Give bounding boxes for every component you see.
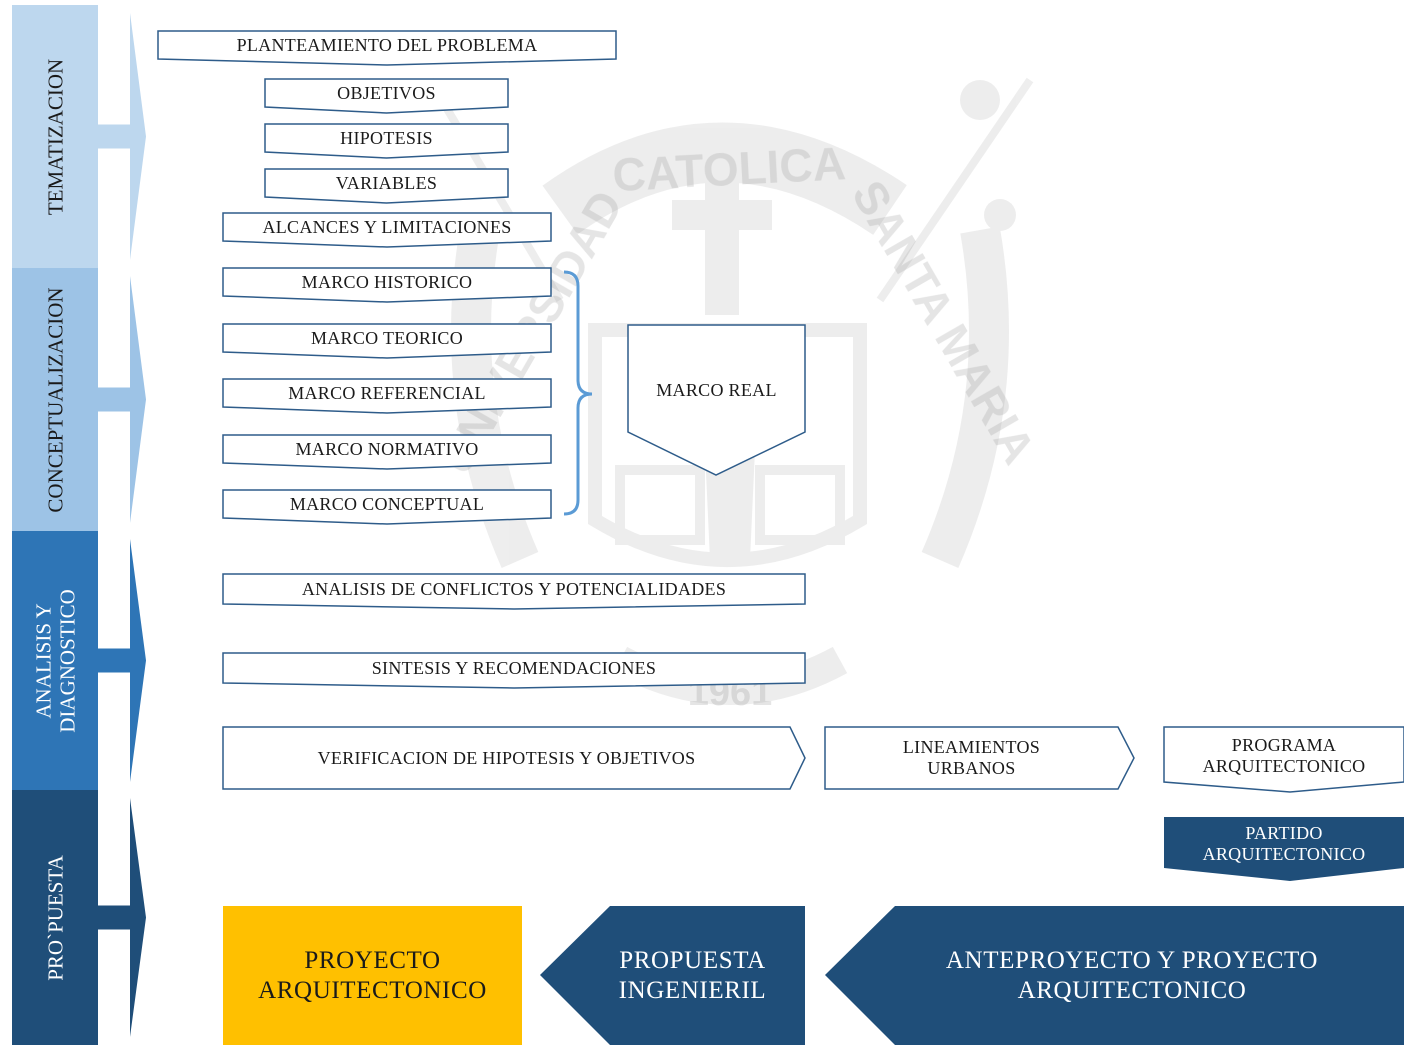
- proyecto-shape: [223, 906, 522, 1045]
- watermark-top-text: CATOLICA: [611, 137, 847, 201]
- tematizacion-box-4: [222, 212, 552, 248]
- tematizacion-box-0: [157, 30, 617, 66]
- marco-brace: [563, 270, 593, 516]
- marco-box-0: [222, 267, 552, 303]
- lineamientos-shape: [824, 726, 1135, 790]
- phase-conceptualizacion: [12, 268, 146, 531]
- phase-propuesta: [12, 790, 146, 1045]
- partido-shape: [1164, 817, 1404, 881]
- marco-box-2: [222, 378, 552, 414]
- tematizacion-box-1: [264, 78, 509, 114]
- marco-box-3: [222, 434, 552, 470]
- marco-box-4: [222, 489, 552, 525]
- phase-tematizacion: [12, 5, 146, 268]
- phase-column: [12, 5, 146, 1045]
- box-shapes: [157, 30, 1404, 1045]
- phase-analisis: [12, 531, 146, 790]
- verificacion-shape: [222, 726, 806, 790]
- tematizacion-box-2: [264, 123, 509, 159]
- marco-box-1: [222, 323, 552, 359]
- analisis-box-1: [222, 652, 806, 689]
- tematizacion-box-3: [264, 168, 509, 204]
- anteproyecto-shape: [825, 906, 1404, 1045]
- programa-shape: [1163, 726, 1404, 793]
- analisis-box-0: [222, 573, 806, 610]
- marco-real-shape: [627, 324, 806, 476]
- propuesta-ingenieril-shape: [540, 906, 805, 1045]
